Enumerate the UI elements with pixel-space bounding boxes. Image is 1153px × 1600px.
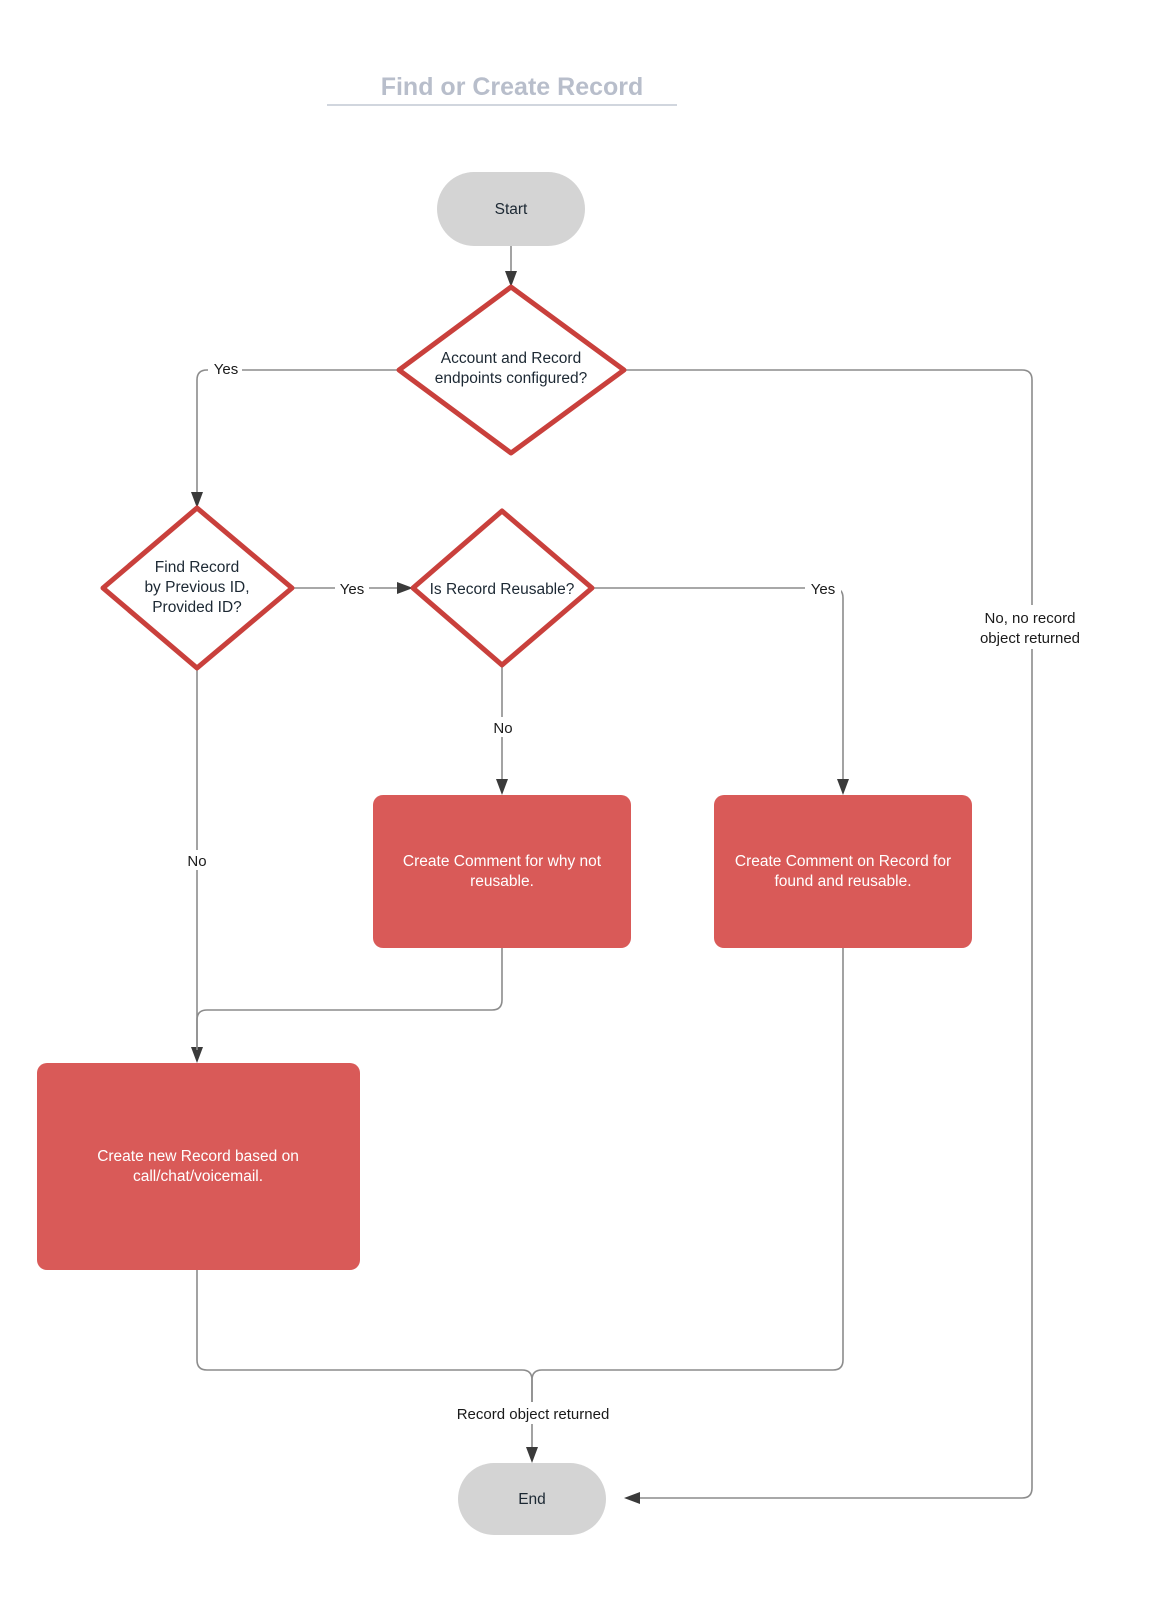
comment-why-not-label-line-1: Create Comment for why not [403, 853, 602, 870]
comment-found-label-line-2: found and reusable. [774, 873, 911, 890]
create-new-record-shape[interactable] [37, 1063, 360, 1270]
node-endpoints-configured[interactable]: Account and Record endpoints configured? [396, 284, 627, 456]
edge-endpoints-yes [191, 369, 399, 508]
arrow-head-icon [526, 1447, 538, 1463]
arrow-head-icon [505, 271, 517, 287]
edge-label-reusable-yes-text: Yes [811, 581, 835, 598]
find-record-label-line-2: by Previous ID, [144, 579, 249, 596]
start-shape[interactable] [437, 172, 585, 246]
edge-label-endpoints-no-line-2: object returned [980, 630, 1080, 647]
edge-comment-found-to-end [531, 948, 844, 1420]
end-label: End [518, 1491, 546, 1508]
edge-labels-layer: Yes No, no record object returned Yes No [180, 358, 1103, 1424]
edge-label-find-record-yes: Yes [335, 578, 369, 598]
arrow-head-icon [837, 779, 849, 795]
node-create-new-record[interactable]: Create new Record based on call/chat/voi… [37, 1063, 360, 1270]
edge-reusable-yes [592, 587, 849, 795]
edge-label-record-object-returned: Record object returned [446, 1402, 620, 1424]
nodes-layer: Start Account and Record endpoints confi… [37, 172, 972, 1535]
node-start[interactable]: Start [437, 172, 585, 246]
endpoints-decision-shape[interactable] [396, 284, 627, 456]
create-new-record-label-line-1: Create new Record based on [97, 1148, 299, 1165]
comment-why-not-shape[interactable] [373, 795, 631, 948]
find-record-label-line-3: Provided ID? [152, 599, 242, 616]
find-record-decision-shape[interactable] [100, 505, 295, 671]
node-is-record-reusable[interactable]: Is Record Reusable? [410, 508, 595, 668]
reusable-decision-shape[interactable] [410, 508, 595, 668]
end-shape[interactable] [458, 1463, 606, 1535]
edge-label-reusable-no-text: No [493, 720, 512, 737]
endpoints-label-line-1: Account and Record [441, 350, 581, 367]
node-create-comment-why-not[interactable]: Create Comment for why not reusable. [373, 795, 631, 948]
edge-whynot-to-create-record [196, 948, 503, 1050]
edge-label-find-record-yes-text: Yes [340, 581, 364, 598]
edge-label-reusable-no: No [486, 717, 520, 737]
edge-endpoints-no [624, 369, 1033, 1504]
arrow-head-icon [624, 1492, 640, 1504]
arrow-head-icon [191, 492, 203, 508]
edge-label-endpoints-yes: Yes [208, 358, 242, 378]
edge-label-reusable-yes: Yes [805, 578, 841, 598]
create-new-record-label-line-2: call/chat/voicemail. [133, 1168, 263, 1185]
page-title: Find or Create Record [381, 73, 644, 101]
diagram-title-group: Find or Create Record [327, 73, 677, 106]
arrow-head-icon [397, 582, 413, 594]
node-end[interactable]: End [458, 1463, 606, 1535]
reusable-label: Is Record Reusable? [430, 581, 575, 598]
edge-start-to-endpoints [505, 246, 517, 287]
node-create-comment-found[interactable]: Create Comment on Record for found and r… [714, 795, 972, 948]
edge-label-find-record-no: No [180, 850, 214, 870]
arrow-head-icon [191, 1047, 203, 1063]
comment-found-shape[interactable] [714, 795, 972, 948]
arrow-head-icon [496, 779, 508, 795]
edge-label-endpoints-yes-text: Yes [214, 361, 238, 378]
edge-label-record-object-returned-text: Record object returned [457, 1406, 610, 1423]
edge-create-record-to-end [196, 1270, 538, 1463]
node-find-record[interactable]: Find Record by Previous ID, Provided ID? [100, 505, 295, 671]
edge-label-find-record-no-text: No [187, 853, 206, 870]
comment-why-not-label-line-2: reusable. [470, 873, 534, 890]
endpoints-label-line-2: endpoints configured? [435, 370, 588, 387]
start-label: Start [495, 201, 528, 218]
comment-found-label-line-1: Create Comment on Record for [735, 853, 951, 870]
find-record-label-line-1: Find Record [155, 559, 239, 576]
edge-label-endpoints-no: No, no record object returned [963, 605, 1103, 649]
edge-label-endpoints-no-line-1: No, no record [985, 610, 1076, 627]
